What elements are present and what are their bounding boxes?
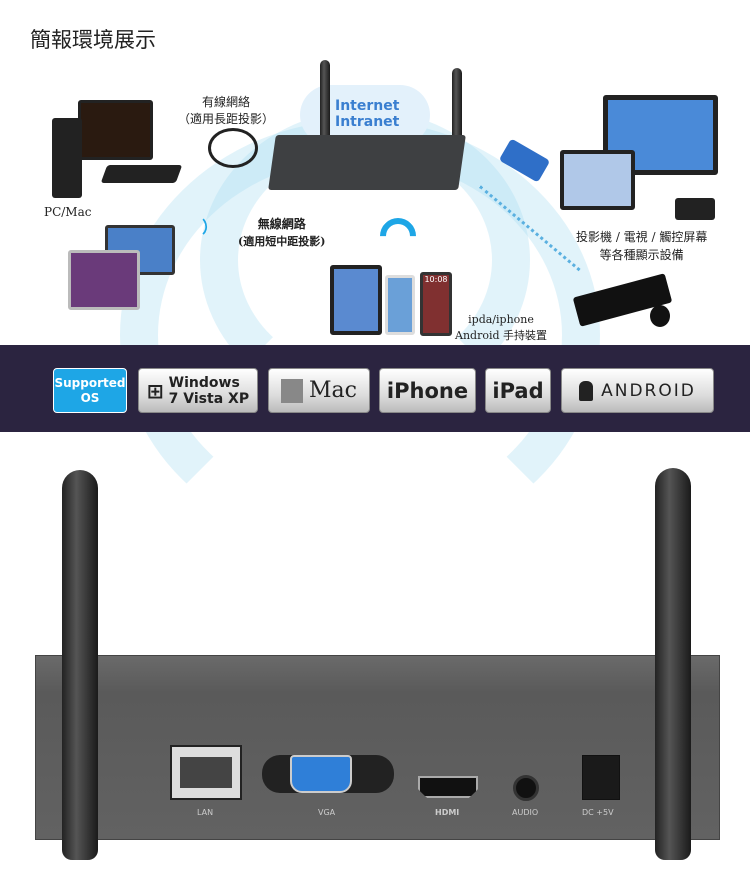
supported-os-label: Supported OS <box>53 368 127 413</box>
port-label-hdmi: HDMI <box>435 808 460 817</box>
port-label-dc: DC +5V <box>582 808 614 817</box>
router-device <box>268 135 466 190</box>
vga-connector <box>290 755 352 793</box>
hdmi-port <box>418 776 478 798</box>
pc-tower <box>52 118 82 198</box>
port-label-lan: LAN <box>197 808 214 817</box>
mobile-label: ipda/iphone Android 手持裝置 <box>455 312 547 344</box>
projector <box>675 198 715 220</box>
iphone <box>385 275 415 335</box>
laptop-front <box>68 250 140 310</box>
windows-logo-icon: ⊞ <box>146 378 164 403</box>
wired-label: 有線網絡 （適用長距投影） <box>178 94 274 128</box>
os-badge-android: ANDROID <box>561 368 714 413</box>
wireless-note: (適用短中距投影) <box>238 235 326 248</box>
android-label: ANDROID <box>601 380 696 401</box>
finder-icon <box>281 378 304 403</box>
os-badge-mac: Mac <box>268 368 370 413</box>
windows-versions: 7 Vista XP <box>168 390 250 407</box>
display-label: 投影機 / 電視 / 觸控屏幕 等各種顯示設備 <box>576 228 707 264</box>
android-phone: 10:08 <box>420 272 452 336</box>
router-antenna-right <box>452 68 462 148</box>
device-rear-panel <box>35 655 720 840</box>
android-robot-icon <box>579 380 594 401</box>
wired-note: （適用長距投影） <box>178 112 275 126</box>
antenna-right <box>655 468 691 860</box>
wireless-label: 無線網路 (適用短中距投影) <box>238 216 325 250</box>
pc-monitor <box>78 100 153 160</box>
phone-clock: 10:08 <box>424 275 448 284</box>
display-label-1: 投影機 / 電視 / 觸控屏幕 <box>576 230 708 244</box>
tablet <box>330 265 382 335</box>
cloud-intranet: Intranet <box>335 114 400 130</box>
router-antenna-left <box>320 60 330 140</box>
port-label-vga: VGA <box>318 808 336 817</box>
mac-label: Mac <box>309 378 357 403</box>
ethernet-cable-icon <box>208 128 258 168</box>
windows-label: Windows <box>168 374 240 391</box>
cloud-text: Internet Intranet <box>335 98 399 130</box>
wired-title: 有線網絡 <box>202 95 251 109</box>
page-title: 簡報環境展示 <box>30 28 156 52</box>
dc-port <box>582 755 620 800</box>
mouse <box>650 305 670 327</box>
port-label-audio: AUDIO <box>512 808 539 817</box>
mobile-label-1: ipda/iphone <box>468 313 534 326</box>
touch-monitor <box>560 150 635 210</box>
cloud-internet: Internet <box>335 98 400 114</box>
pc-keyboard <box>100 165 183 183</box>
antenna-left <box>62 470 98 860</box>
os-badge-iphone: iPhone <box>379 368 476 413</box>
mobile-label-2: Android 手持裝置 <box>455 329 548 342</box>
pc-label: PC/Mac <box>44 205 92 219</box>
lan-port <box>170 745 242 800</box>
wireless-title: 無線網路 <box>257 217 306 231</box>
audio-port <box>513 775 539 801</box>
display-label-2: 等各種顯示設備 <box>599 248 684 262</box>
os-badge-ipad: iPad <box>485 368 551 413</box>
